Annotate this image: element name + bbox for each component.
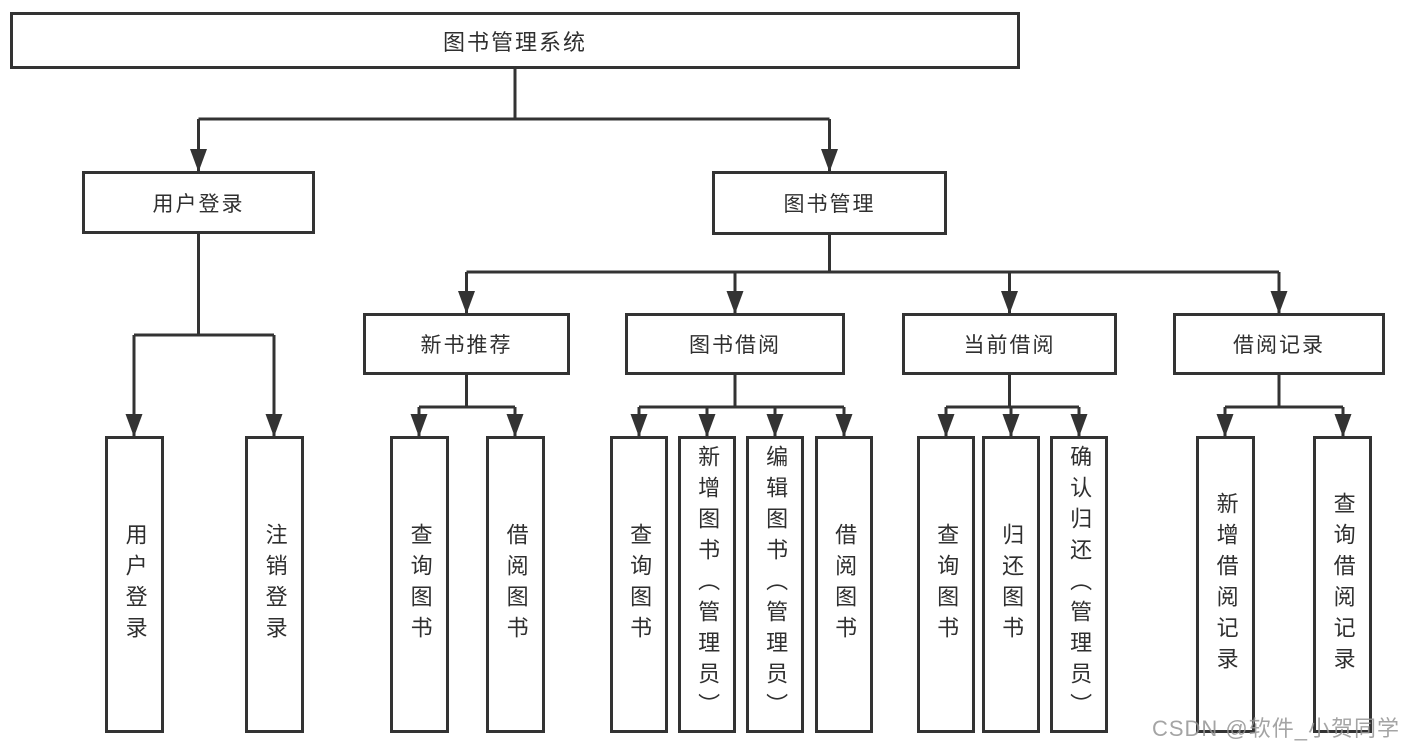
connector-lines [132,69,1345,436]
node-return-books: 归还图书 [982,436,1040,733]
node-query-books-borrow: 查询图书 [610,436,668,733]
arrowhead-icon [1334,414,1352,437]
csdn-watermark: CSDN @软件_小贺同学 [1151,716,1400,741]
node-label: 新增借阅记录 [1213,491,1239,678]
arrowhead-icon [458,291,475,314]
node-query-books-current: 查询图书 [917,436,975,733]
node-confirm-return-admin: 确认归还（管理员） [1050,436,1108,733]
node-label: 借阅图书 [832,522,858,647]
arrowhead-icon [937,414,955,437]
node-new-book-recommend: 新书推荐 [363,313,570,375]
arrowhead-icon [506,414,524,437]
arrowhead-icon [726,291,744,314]
arrowhead-icon [1216,414,1234,437]
connector-root-branch [197,69,831,171]
connector-user-login-branch [132,234,276,436]
arrowhead-icon [410,414,428,437]
arrowhead-icon [630,414,648,437]
node-label: 新增图书（管理员） [695,445,721,724]
node-label: 编辑图书（管理员） [763,445,789,724]
arrowhead-icon [265,414,283,437]
arrowhead-icon [190,149,207,172]
connector-new-book-branch [417,375,517,436]
node-library-system: 图书管理系统 [10,12,1020,69]
node-logout: 注销登录 [245,436,304,733]
node-label: 注销登录 [262,522,288,647]
node-query-borrow-record: 查询借阅记录 [1313,436,1372,733]
node-label: 借阅图书 [503,522,529,647]
node-borrow-books-leaf: 借阅图书 [815,436,873,733]
node-label: 查询图书 [407,522,433,647]
arrowhead-icon [1070,414,1088,437]
arrowhead-icon [1270,291,1288,314]
arrowhead-icon [1002,414,1020,437]
node-user-login-group: 用户登录 [82,171,315,234]
node-borrowing-records: 借阅记录 [1173,313,1385,375]
arrowhead-icon [698,414,716,437]
arrowhead-icon [766,414,784,437]
node-borrow-books-recommend: 借阅图书 [486,436,545,733]
node-add-borrow-record: 新增借阅记录 [1196,436,1255,733]
connector-book-borrow-branch [637,375,846,436]
connector-book-mgmt-branch [465,235,1281,313]
node-label: 查询图书 [934,522,960,647]
arrowhead-icon [1001,291,1018,314]
node-current-borrowing: 当前借阅 [902,313,1117,375]
node-label: 归还图书 [999,522,1025,647]
arrowhead-icons [125,149,1352,437]
node-label: 确认归还（管理员） [1067,445,1093,724]
node-book-borrowing: 图书借阅 [625,313,845,375]
arrowhead-icon [125,414,143,437]
node-user-login-leaf: 用户登录 [105,436,164,733]
node-add-book-admin: 新增图书（管理员） [678,436,736,733]
arrowhead-icon [821,149,838,172]
node-query-books-recommend: 查询图书 [390,436,449,733]
node-book-management: 图书管理 [712,171,947,235]
node-label: 用户登录 [122,522,148,647]
connector-borrow-record-branch [1223,375,1345,436]
node-label: 查询借阅记录 [1330,491,1356,678]
arrowhead-icon [835,414,853,437]
node-edit-book-admin: 编辑图书（管理员） [746,436,804,733]
node-label: 查询图书 [627,522,653,647]
